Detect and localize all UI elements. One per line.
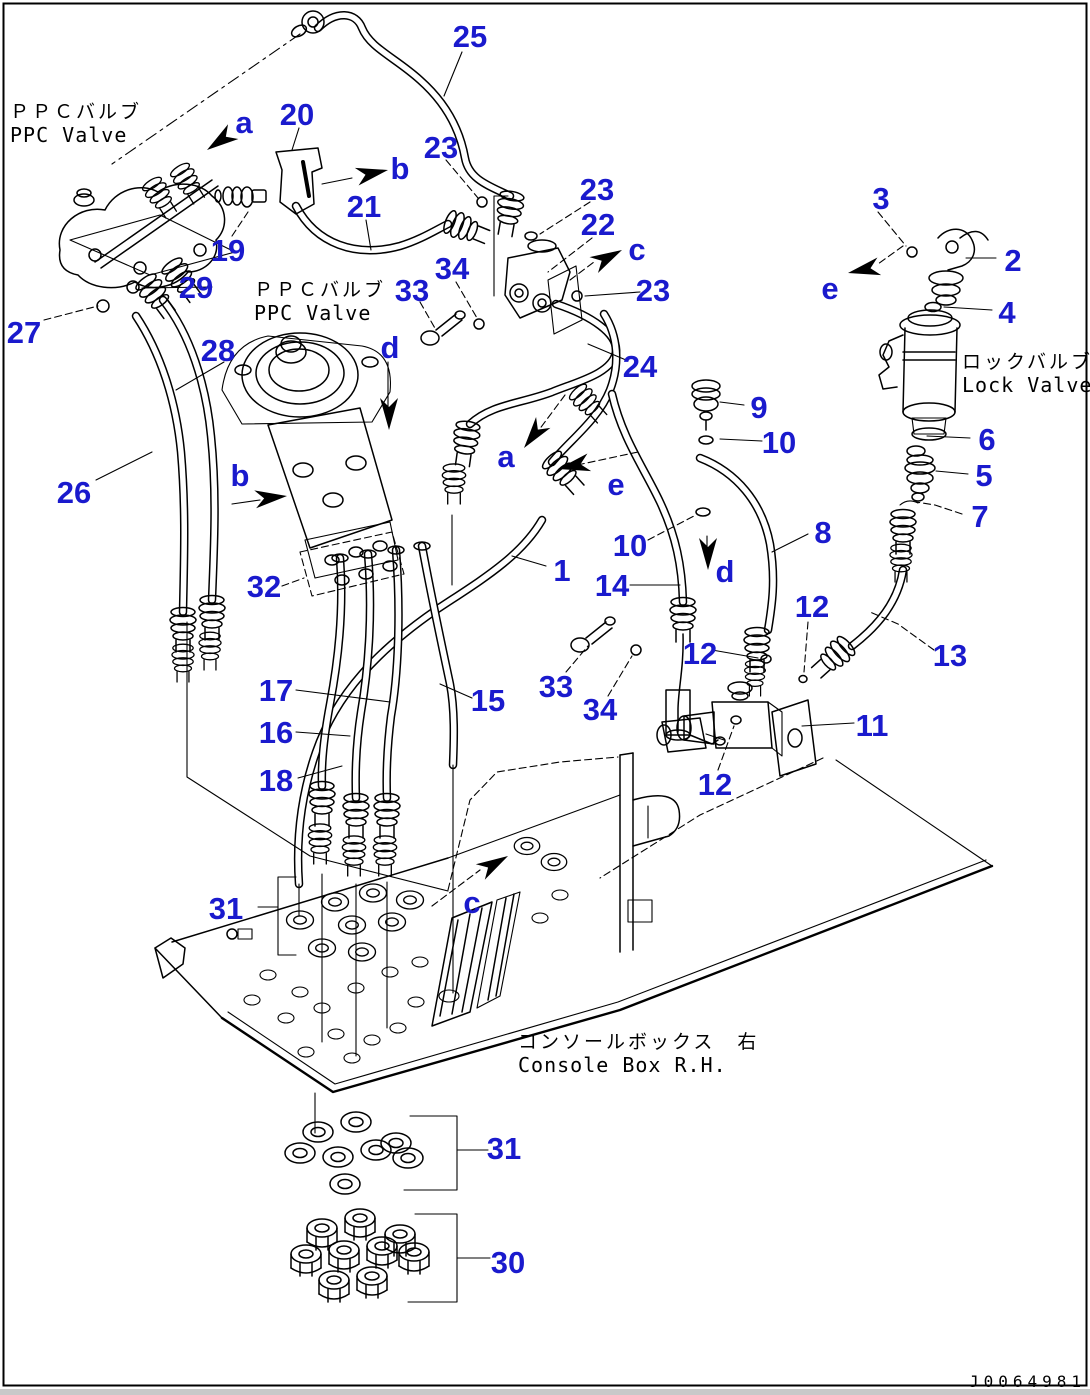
flow-arrow-e <box>848 257 882 276</box>
callout-d: d <box>381 330 400 365</box>
flow-arrow-d <box>699 538 717 570</box>
flow-arrow-b <box>254 490 287 509</box>
callout-12: 12 <box>683 636 717 671</box>
callout-18: 18 <box>259 763 293 798</box>
ppc-valve-center-label-jp: ＰＰＣバルブ <box>254 278 386 301</box>
callout-14: 14 <box>595 568 630 603</box>
callout-d: d <box>716 554 735 589</box>
lock-valve-label-en: Lock Valve <box>962 373 1090 397</box>
callout-8: 8 <box>814 515 831 550</box>
ppc-valve-center-label-en: PPC Valve <box>254 301 371 325</box>
flow-arrow-c <box>475 856 508 880</box>
callout-b: b <box>391 151 410 186</box>
callout-30: 30 <box>491 1245 525 1280</box>
flow-arrow-c <box>589 250 622 273</box>
callout-29: 29 <box>179 270 213 305</box>
callout-5: 5 <box>975 458 992 493</box>
callout-2: 2 <box>1004 243 1021 278</box>
callout-a: a <box>235 105 253 140</box>
callout-12: 12 <box>795 589 829 624</box>
flow-arrow-e <box>558 453 592 472</box>
callout-b: b <box>231 458 250 493</box>
callout-23: 23 <box>424 130 458 165</box>
callout-31: 31 <box>209 891 243 926</box>
callout-16: 16 <box>259 715 293 750</box>
callout-25: 25 <box>453 19 487 54</box>
callout-c: c <box>628 232 645 267</box>
drawing-number: J0064981 <box>969 1372 1086 1391</box>
callout-19: 19 <box>211 233 245 268</box>
callout-c: c <box>463 885 480 920</box>
console-box-label-jp: コンソールボックス 右 <box>518 1031 759 1053</box>
ppc-valve-top-label-en: PPC Valve <box>10 123 127 147</box>
direction-arrows <box>207 124 882 880</box>
callout-21: 21 <box>347 189 381 224</box>
callout-34: 34 <box>583 692 618 727</box>
callout-17: 17 <box>259 673 293 708</box>
callout-10: 10 <box>613 528 647 563</box>
flow-arrow-b <box>354 167 388 186</box>
callout-e: e <box>607 467 624 502</box>
callout-7: 7 <box>971 499 988 534</box>
bottom-bar <box>0 1389 1090 1395</box>
callout-33: 33 <box>395 273 429 308</box>
callout-27: 27 <box>7 315 41 350</box>
console-box-label-en: Console Box R.H. <box>518 1053 727 1077</box>
callout-13: 13 <box>933 638 967 673</box>
callout-28: 28 <box>201 333 235 368</box>
callout-e: e <box>821 271 838 306</box>
callout-15: 15 <box>471 683 505 718</box>
lock-valve-label-jp: ロックバルブ <box>962 350 1090 373</box>
callout-1: 1 <box>553 553 570 588</box>
callout-4: 4 <box>998 295 1016 330</box>
callout-22: 22 <box>581 207 615 242</box>
callout-3: 3 <box>872 181 889 216</box>
callout-10: 10 <box>762 425 796 460</box>
callout-24: 24 <box>623 349 658 384</box>
callout-6: 6 <box>978 422 995 457</box>
callout-34: 34 <box>435 251 470 286</box>
callout-33: 33 <box>539 669 573 704</box>
callout-31: 31 <box>487 1131 521 1166</box>
ppc-valve-top-label-jp: ＰＰＣバルブ <box>10 100 142 123</box>
callout-11: 11 <box>856 708 889 743</box>
callout-23: 23 <box>580 172 614 207</box>
callout-23: 23 <box>636 273 670 308</box>
diagram-line-art <box>58 10 994 1303</box>
callout-32: 32 <box>247 569 281 604</box>
callout-9: 9 <box>750 390 767 425</box>
callout-20: 20 <box>280 97 314 132</box>
callout-a: a <box>497 439 515 474</box>
flow-arrow-a <box>207 124 239 150</box>
flow-arrow-d <box>380 398 398 430</box>
flow-arrow-a <box>524 417 551 448</box>
callout-26: 26 <box>57 475 91 510</box>
callout-12: 12 <box>698 767 732 802</box>
